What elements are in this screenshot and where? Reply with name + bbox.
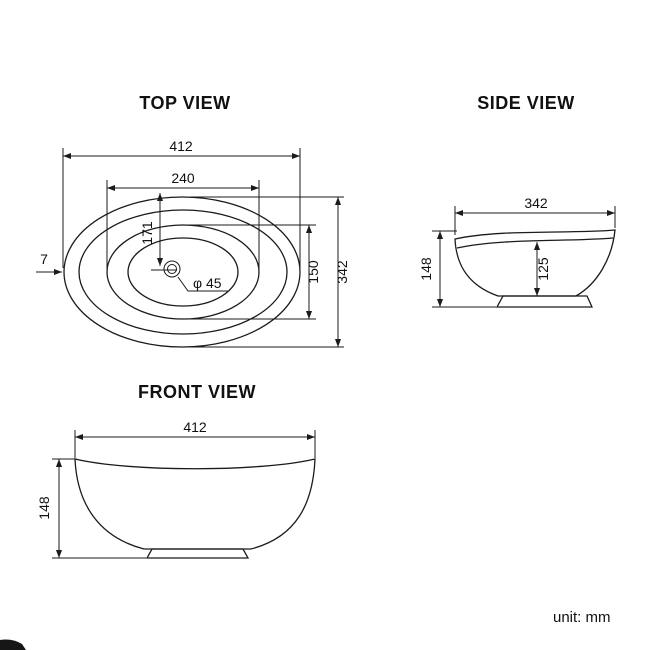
dim-top-171: 171	[139, 193, 177, 271]
front-base-pedestal	[145, 548, 250, 559]
side-basin-outline	[454, 229, 616, 297]
side-view-title: SIDE VIEW	[477, 93, 575, 113]
dim-top-7: 7	[36, 251, 62, 276]
dim-front-148: 148	[36, 458, 146, 559]
basin-inner-rim	[78, 209, 288, 335]
dim-label: 412	[169, 138, 193, 154]
dim-label: 412	[183, 419, 207, 435]
faucet-hole-outer	[163, 260, 181, 278]
faucet-hole-inner	[167, 264, 177, 274]
side-view: SIDE VIEW 342 148 125	[418, 93, 616, 308]
dim-side-148: 148	[418, 230, 496, 308]
dim-label: 125	[535, 257, 551, 281]
corner-artifact	[0, 639, 26, 650]
top-view-title: TOP VIEW	[139, 93, 230, 113]
dim-label: 148	[36, 496, 52, 520]
dim-label: 342	[334, 260, 350, 284]
bowl-bottom-edge	[127, 237, 239, 307]
top-view: TOP VIEW φ 45 412 240 171	[36, 93, 350, 348]
side-base-pedestal	[495, 295, 594, 308]
faucet-leader-line	[177, 276, 228, 292]
basin-outer-rim	[63, 196, 301, 348]
dim-label: 171	[139, 221, 155, 245]
dim-label: 148	[418, 257, 434, 281]
dim-label: 150	[305, 260, 321, 284]
dim-label: 7	[40, 251, 48, 267]
front-view-title: FRONT VIEW	[138, 382, 256, 402]
unit-label: unit: mm	[553, 609, 611, 626]
dim-side-125: 125	[533, 242, 551, 296]
dim-top-412: 412	[62, 138, 301, 268]
dim-front-412: 412	[74, 419, 316, 458]
dim-top-150: 150	[188, 224, 321, 320]
dim-label: 240	[171, 170, 195, 186]
front-view: FRONT VIEW 412 148	[36, 382, 316, 559]
dim-top-342: 342	[190, 196, 350, 348]
dim-top-240: 240	[106, 170, 260, 270]
front-basin-outline	[74, 458, 316, 550]
faucet-diameter-label: φ 45	[193, 275, 222, 291]
bowl-top-edge	[106, 224, 260, 320]
side-inner-rim-line	[456, 237, 614, 249]
dim-label: 342	[524, 195, 548, 211]
dim-side-342: 342	[454, 195, 616, 235]
